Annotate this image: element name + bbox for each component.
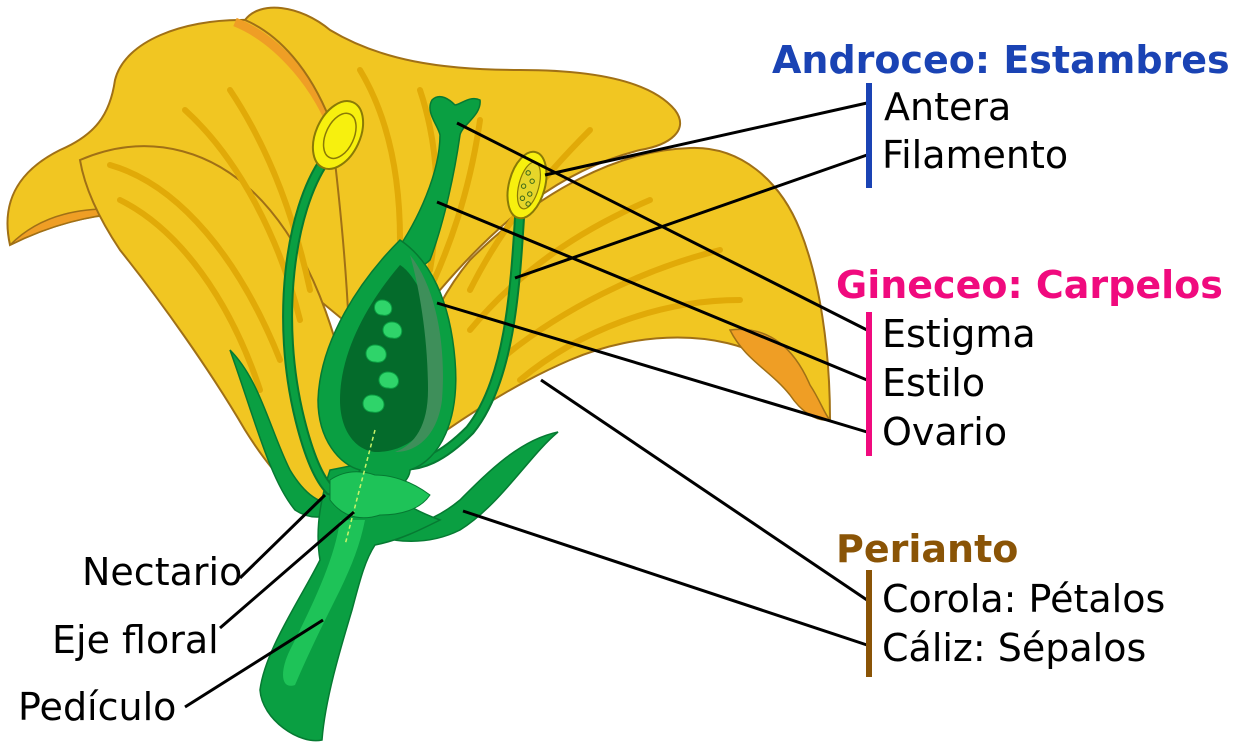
- label-antera: Antera: [884, 85, 1011, 129]
- anther-left: [311, 100, 365, 170]
- perianth-title: Perianto: [836, 527, 1018, 571]
- pedicel: [259, 459, 442, 742]
- ovary-chamber-light: [395, 255, 443, 452]
- style: [388, 95, 481, 269]
- label-estigma: Estigma: [882, 312, 1036, 356]
- leader-antera: [544, 101, 868, 177]
- label-filamento: Filamento: [882, 133, 1068, 177]
- label-ovario: Ovario: [882, 410, 1007, 454]
- leader-lines: [184, 101, 868, 709]
- leader-nectario: [238, 493, 327, 580]
- gynoecium-title: Gineceo: Carpelos: [836, 263, 1223, 307]
- leader-pediculo: [184, 618, 324, 709]
- leader-ovario: [436, 301, 868, 434]
- leader-estilo: [436, 200, 868, 382]
- labels: Androceo: Estambres Antera Filamento Gin…: [18, 38, 1230, 729]
- label-caliz: Cáliz: Sépalos: [882, 626, 1146, 670]
- label-corola: Corola: Pétalos: [882, 577, 1165, 621]
- anther-right: [506, 150, 548, 220]
- androecium-title: Androceo: Estambres: [772, 38, 1230, 82]
- label-estilo: Estilo: [882, 361, 985, 405]
- leader-estigma: [456, 121, 868, 332]
- label-pediculo: Pedículo: [18, 685, 176, 729]
- leader-caliz: [462, 509, 868, 647]
- calyx: [229, 349, 559, 742]
- label-nectario: Nectario: [82, 550, 242, 594]
- ovules: [362, 299, 403, 413]
- leader-corola: [540, 378, 868, 602]
- leader-eje-floral: [219, 510, 355, 630]
- pedicel-highlight: [283, 520, 365, 686]
- pistil: [317, 95, 481, 546]
- label-eje-floral: Eje floral: [52, 618, 219, 662]
- floral-axis: [344, 429, 376, 546]
